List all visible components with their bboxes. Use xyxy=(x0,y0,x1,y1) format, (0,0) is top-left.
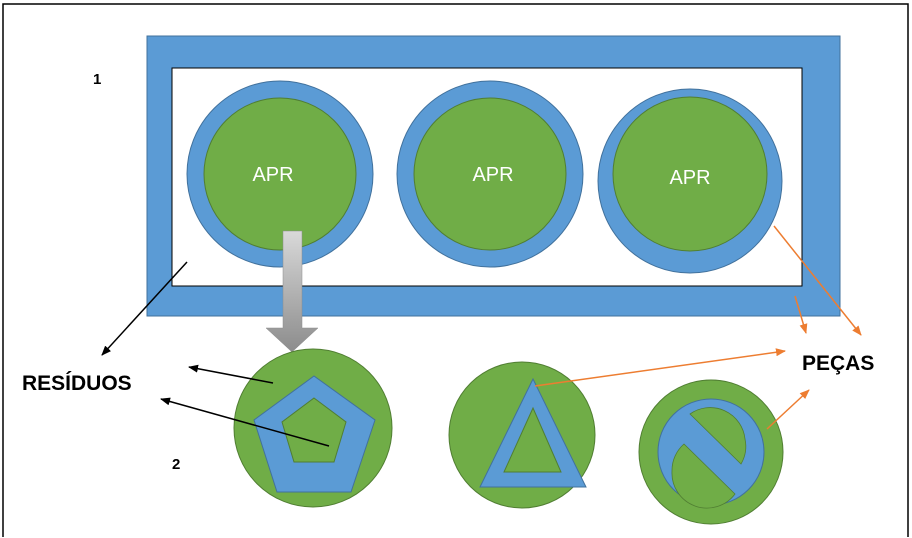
apr-circle-1: APR xyxy=(186,80,374,268)
parts-prohibition-circle xyxy=(638,379,784,525)
residue-arrow-1 xyxy=(101,261,188,356)
parts-arrow-3 xyxy=(534,348,786,387)
parts-triangle-circle xyxy=(448,361,596,509)
parts-arrow-2 xyxy=(794,295,808,334)
parts-arrow-1 xyxy=(773,225,862,336)
page-frame xyxy=(2,3,909,537)
residues-label: RESÍDUOS xyxy=(22,372,132,395)
apr-label-2: APR xyxy=(472,164,513,186)
residue-arrow-3 xyxy=(160,397,330,447)
apr-label-1: APR xyxy=(252,164,293,186)
section-2-label: 2 xyxy=(172,456,180,473)
gray-down-arrow xyxy=(265,230,319,353)
apr-circle-2: APR xyxy=(396,80,584,268)
residue-arrow-2 xyxy=(188,364,274,384)
parts-label: PEÇAS xyxy=(802,352,874,375)
section-1-label: 1 xyxy=(93,71,101,88)
apr-label-3: APR xyxy=(669,167,710,189)
apr-circle-3: APR xyxy=(597,88,783,274)
residue-pentagon-circle xyxy=(233,348,393,508)
parts-arrow-4 xyxy=(766,389,810,430)
